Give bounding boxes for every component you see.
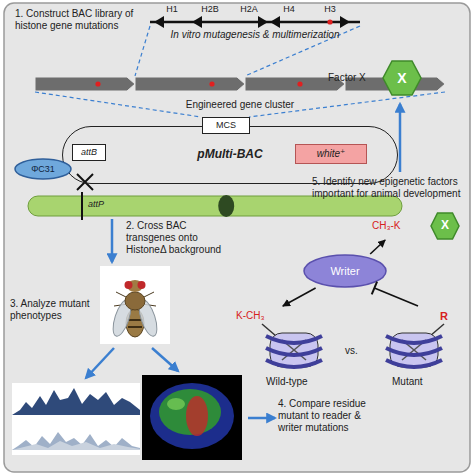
histone-octamer: [270, 333, 318, 367]
nucleosome-mutant: R Mutant: [368, 306, 468, 396]
wing-disc-image: [142, 375, 242, 460]
integrase-oval: ΦC31: [14, 158, 72, 180]
factor-label: Factor X: [328, 72, 380, 84]
comparison-label: vs.: [345, 345, 369, 357]
node-text: pMulti-BAC: [197, 148, 262, 162]
abdomen-stripe: [128, 326, 142, 328]
node-text: CH₃-K: [372, 220, 401, 232]
dna-wrap: [266, 336, 322, 343]
mcs-box: MCS: [202, 117, 250, 134]
process-arrow: [86, 348, 114, 378]
cluster-label: Engineered gene cluster: [140, 99, 340, 111]
process-arrow: [248, 417, 275, 420]
marker-gene-box: white⁺: [295, 144, 367, 164]
fly-photo-background: [100, 266, 170, 344]
fly-eye: [138, 281, 146, 289]
node-text: Mutant: [392, 376, 423, 388]
ellipse-outline: [304, 255, 386, 287]
factor-hexagon: X: [382, 60, 422, 96]
inhibition-bar: [372, 282, 377, 295]
step-label: 2. Cross BAC transgenes onto HistoneΔ ba…: [126, 220, 228, 256]
nucleosome-wild-type: K-CH₃ Wild-type: [236, 306, 340, 396]
process-arrow: [152, 348, 178, 371]
node-text: X: [397, 70, 406, 86]
fly-eye: [125, 281, 133, 289]
node-text: white⁺: [317, 148, 346, 160]
plasmid-oval: pMulti-BACMCSattBwhite⁺: [62, 126, 398, 184]
genome-track-panel: [12, 383, 140, 455]
recombination-cross: [77, 174, 93, 190]
attb-site-box: attB: [72, 144, 106, 161]
wing-disc-stain: [186, 396, 208, 436]
signal-track: [12, 388, 140, 415]
node-text: K-CH₃: [236, 310, 265, 322]
node-text: Wild-type: [266, 376, 308, 388]
mutation-dot: [297, 81, 302, 86]
gene-direction-head: [154, 16, 164, 28]
node-text: Writer: [330, 265, 359, 278]
step-label: 5. Identify new epigenetic factors impor…: [312, 176, 467, 200]
signal-track: [12, 441, 140, 450]
node-text: ΦC31: [31, 164, 55, 174]
process-arrow: [111, 219, 114, 262]
ellipse-outline: [15, 159, 71, 179]
landing-site-line: [81, 192, 83, 220]
mutation-dot: [209, 81, 214, 86]
gene-direction-head: [258, 16, 268, 28]
cluster-unit-arrow: [135, 77, 245, 91]
methyl-mark-node: CH₃-K X: [372, 212, 460, 240]
expansion-line: [135, 26, 150, 76]
dna-wrap: [386, 360, 442, 367]
writer-oval: Writer: [303, 254, 387, 288]
recombination-cross: [77, 174, 93, 190]
gene-name: H4: [277, 4, 301, 15]
gene-direction-head: [270, 16, 280, 28]
dna-wrap: [266, 360, 322, 367]
histone-tail: [262, 324, 276, 336]
gene-name: H1: [160, 4, 184, 15]
gene-name: H3: [318, 4, 342, 15]
node-text: R: [440, 310, 448, 323]
connector: [283, 288, 316, 306]
mutation-dot: [327, 19, 332, 24]
step-label: 4. Compare residue mutant to reader & wr…: [278, 398, 382, 434]
step-label: 3. Analyze mutant phenotypes: [10, 298, 102, 322]
node-text: attP: [88, 199, 104, 209]
node-text: MCS: [216, 120, 236, 130]
mutation-dot: [95, 81, 100, 86]
gene-direction-head: [340, 16, 350, 28]
dna-wrap: [386, 336, 442, 343]
fly-thorax: [125, 292, 145, 310]
gene-direction-head: [192, 16, 202, 28]
cluster-unit-arrow: [35, 77, 135, 91]
connector: [370, 240, 385, 254]
signal-track: [12, 432, 140, 450]
process-arrow: [399, 104, 402, 172]
wing-disc-tissue: [150, 383, 234, 449]
wing-disc-stain: [159, 389, 221, 435]
step-label: 1. Construct BAC library of histone gene…: [15, 8, 150, 32]
insertion-line: [35, 92, 201, 117]
hexagon-outline: [431, 213, 459, 239]
wing-disc-stain: [167, 398, 185, 410]
dna-wrap: [386, 348, 442, 355]
gene-name: H2A: [235, 4, 263, 15]
centromere: [218, 195, 234, 217]
connector: [374, 288, 418, 306]
panel-background: [4, 3, 470, 472]
dna-wrap: [266, 348, 322, 355]
gene-name: H2B: [196, 4, 224, 15]
node-text: X: [430, 212, 460, 240]
node-text: attB: [81, 147, 97, 157]
histone-octamer: [390, 333, 438, 367]
hexagon-outline: [383, 61, 421, 95]
process-note: In vitro mutagenesis & multimerization: [145, 29, 365, 41]
